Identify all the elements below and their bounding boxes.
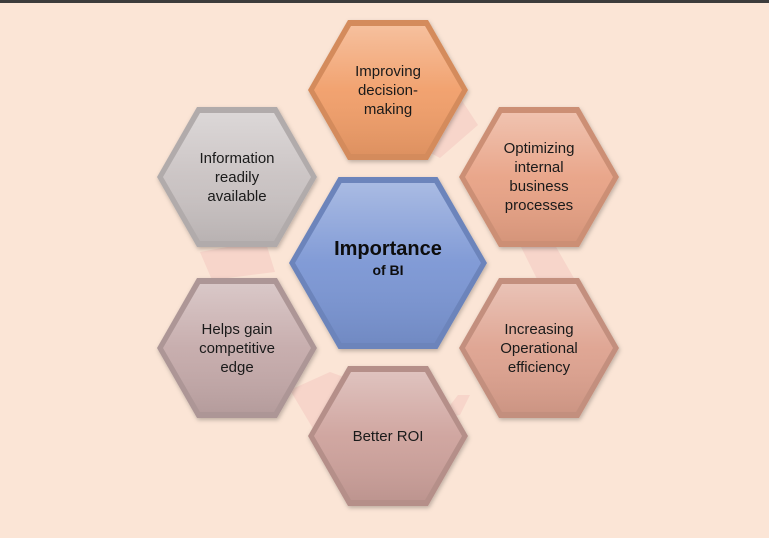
hexagon-label-line: readily xyxy=(214,168,260,186)
hexagon-label-line: processes xyxy=(504,197,574,214)
hexagon-label-line: Optimizing xyxy=(503,140,575,157)
center-label: Importance of BI xyxy=(308,223,468,293)
hexagon-label-line: available xyxy=(207,187,267,205)
hexagon-label-line: edge xyxy=(220,358,254,376)
hexagon-label-4: Better ROI xyxy=(328,391,448,481)
center-hexagon xyxy=(289,177,487,349)
hexagon-label-line: decision- xyxy=(357,81,418,99)
connector-2 xyxy=(520,245,575,285)
hexagon-1 xyxy=(308,20,468,160)
hexagon-6 xyxy=(157,107,317,247)
hexagon-label-2: Optimizing internal business processes xyxy=(479,132,599,222)
hexagon-label-line: internal xyxy=(514,159,564,176)
connector-5 xyxy=(200,240,275,280)
center-title: Importance xyxy=(334,238,442,260)
hexagon-label-line: business xyxy=(509,178,569,195)
hexagon-label-line: Helps gain xyxy=(201,320,273,338)
hexagon-label-line: efficiency xyxy=(507,358,571,376)
hexagon-3 xyxy=(459,278,619,418)
hexagon-label-line: Improving xyxy=(355,62,421,80)
hexagon-2 xyxy=(459,107,619,247)
hexagon-label-line: Better ROI xyxy=(352,427,424,445)
hexagon-label-line: competitive xyxy=(199,339,275,357)
center-subtitle: of BI xyxy=(372,262,404,278)
hexagon-5 xyxy=(157,278,317,418)
hexagon-4 xyxy=(308,366,468,506)
top-border xyxy=(0,0,769,3)
hexagon-label-line: Information xyxy=(199,149,275,167)
hexagon-label-line: Increasing xyxy=(504,320,574,338)
hexagon-label-line: Operational xyxy=(500,339,578,357)
hexagon-label-line: making xyxy=(363,100,413,118)
